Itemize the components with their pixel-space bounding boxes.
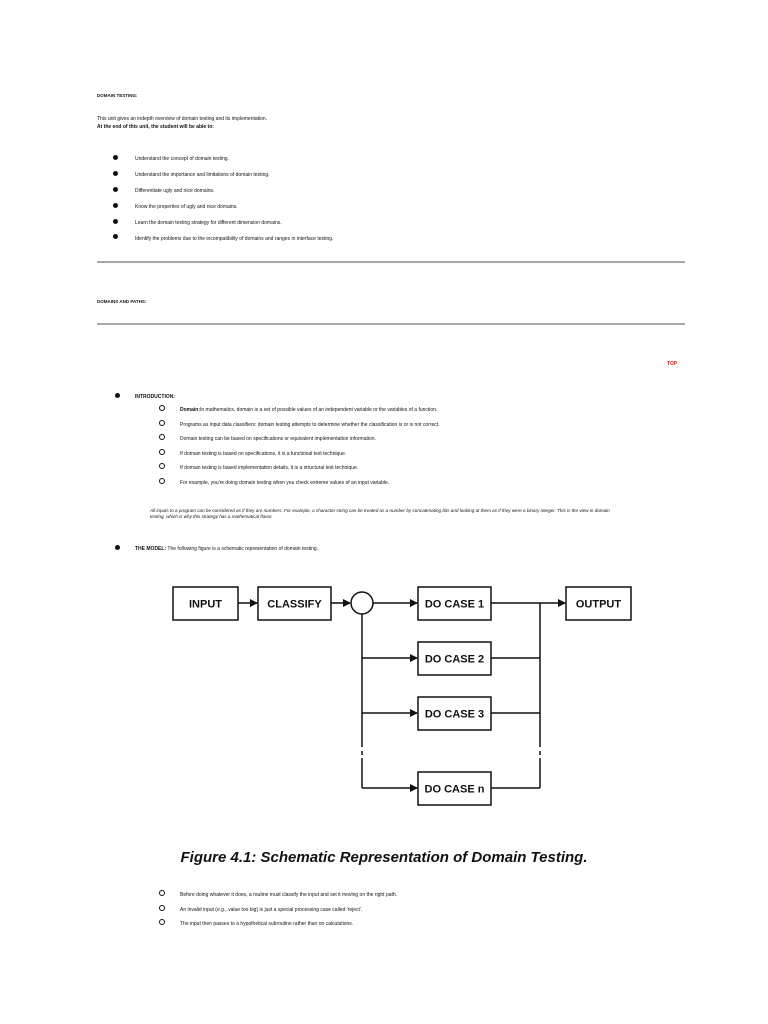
circle-bullet-icon	[159, 449, 165, 455]
figure-caption: Figure 4.1: Schematic Representation of …	[180, 849, 588, 866]
circle-bullet-icon	[159, 420, 165, 426]
output-box	[565, 586, 632, 621]
divider	[97, 323, 685, 325]
after-item: The input then passes to a hypothetical …	[180, 921, 354, 927]
case3-label: DO CASE 3	[425, 709, 484, 721]
bullet-icon	[113, 155, 118, 160]
objective-item: Understand the concept of domain testing…	[135, 156, 229, 162]
bullet-icon	[113, 187, 118, 192]
output-label: OUTPUT	[576, 599, 622, 611]
case2-label: DO CASE 2	[425, 654, 484, 666]
top-link[interactable]: TOP	[667, 361, 678, 367]
objective-item: Learn the domain testing strategy for di…	[135, 220, 282, 226]
casen-label: DO CASE n	[425, 784, 485, 796]
introduction-item: Domain:In mathematics, domain is a set o…	[180, 407, 437, 413]
after-item: An invalid input (e.g., value too big) i…	[180, 907, 363, 913]
case1-label: DO CASE 1	[425, 599, 484, 611]
model-label: THE MODEL:	[135, 546, 167, 552]
introduction-item: Programs as input data classifiers: doma…	[180, 422, 440, 428]
circle-bullet-icon	[159, 890, 165, 896]
classify-label: CLASSIFY	[267, 599, 322, 611]
model-text: The following figure is a schematic repr…	[167, 546, 319, 552]
model-line: THE MODEL: The following figure is a sch…	[135, 546, 318, 552]
introduction-item-strong: Domain:	[180, 407, 200, 413]
unit-intro: This unit gives an indepth overview of d…	[97, 116, 268, 122]
objective-item: Know the properties of ugly and nice dom…	[135, 204, 238, 210]
bullet-icon	[115, 545, 120, 550]
introduction-item: If domain testing is based implementatio…	[180, 465, 359, 471]
objective-item: Differentiate ugly and nice domains.	[135, 188, 215, 194]
introduction-item-text: In mathematics, domain is a set of possi…	[200, 407, 438, 413]
junction-circle	[350, 591, 374, 615]
bullet-icon	[113, 171, 118, 176]
circle-bullet-icon	[159, 463, 165, 469]
objective-item: Identify the problems due to the incompa…	[135, 236, 334, 242]
circle-bullet-icon	[159, 405, 165, 411]
bullet-icon	[115, 393, 120, 398]
bullet-icon	[113, 203, 118, 208]
divider	[97, 261, 685, 263]
circle-bullet-icon	[159, 434, 165, 440]
note-line-2: testing, which is why this strategy has …	[150, 514, 273, 519]
introduction-item: If domain testing is based on specificat…	[180, 451, 347, 457]
objectives-lead: At the end of this unit, the student wil…	[97, 124, 214, 130]
circle-bullet-icon	[159, 919, 165, 925]
circle-bullet-icon	[159, 478, 165, 484]
note-line-1: All inputs to a program can be considere…	[150, 508, 610, 513]
unit-title: DOMAIN TESTING:	[97, 93, 138, 98]
bullet-icon	[113, 219, 118, 224]
domain-testing-diagram: INPUT CLASSIFY DO CASE 1 DO CASE 2 DO CA…	[172, 586, 632, 806]
objective-item: Understand the importance and limitation…	[135, 172, 270, 178]
introduction-item: Domain testing can be based on specifica…	[180, 436, 376, 442]
section-title: DOMAINS AND PATHS:	[97, 299, 147, 304]
after-item: Before doing whatever it does, a routine…	[180, 892, 398, 898]
circle-bullet-icon	[159, 905, 165, 911]
introduction-item: For example, you're doing domain testing…	[180, 480, 390, 486]
introduction-label: INTRODUCTION:	[135, 394, 175, 400]
bullet-icon	[113, 234, 118, 239]
input-label: INPUT	[189, 599, 222, 611]
